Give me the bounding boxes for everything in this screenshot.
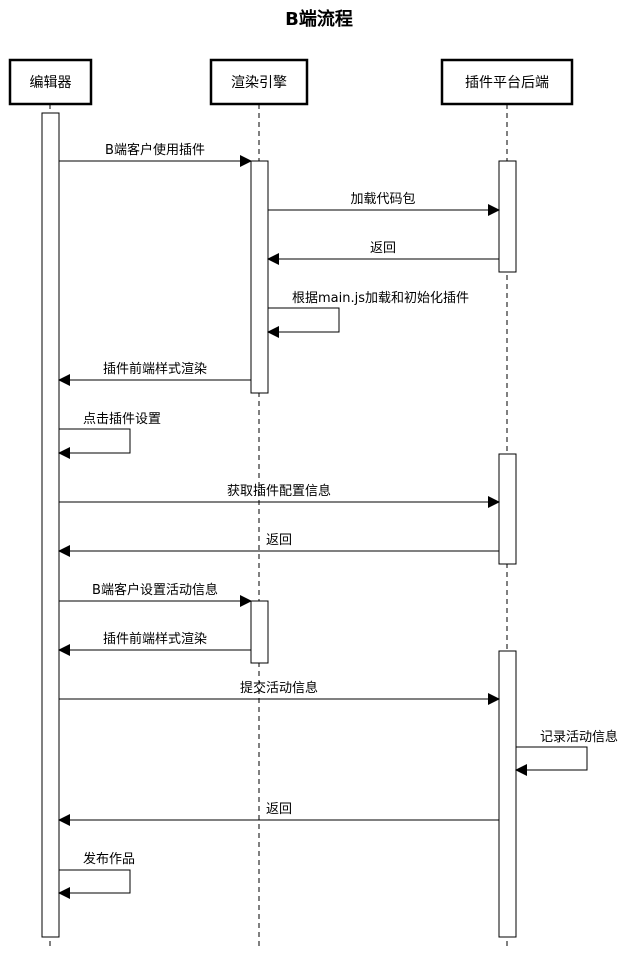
message-14: 发布作品 [58,851,135,899]
activation-editor [41,112,60,938]
message-4-arrow [267,307,340,338]
message-4-label: 根据main.js加载和初始化插件 [292,291,469,306]
message-12-label: 记录活动信息 [540,729,618,745]
message-14-label: 发布作品 [83,851,135,867]
activations [41,112,517,938]
participant-engine-box [209,58,309,106]
message-3-label: 返回 [370,241,396,256]
activation-backend-2 [498,453,517,565]
message-6-arrow [58,428,131,459]
lifelines [49,104,508,950]
message-12: 记录活动信息 [515,729,618,776]
message-7: 获取插件配置信息 [59,483,500,508]
message-11: 提交活动信息 [59,680,500,705]
message-6: 点击插件设置 [58,412,161,459]
message-12-arrow [515,746,588,776]
activation-backend-3 [498,650,517,938]
message-8-label: 返回 [266,533,292,548]
participant-backend-label: 插件平台后端 [465,75,549,91]
message-6-label: 点击插件设置 [83,412,161,427]
message-8: 返回 [58,533,499,557]
participant-backend: 插件平台后端 [440,58,574,106]
message-9-label: B端客户设置活动信息 [92,582,218,598]
participant-backend-box [440,58,574,106]
participant-engine-label: 渲染引擎 [231,75,287,91]
message-2-label: 加载代码包 [350,192,415,207]
activation-engine-1 [250,160,269,394]
message-13-label: 返回 [266,802,292,817]
message-1: B端客户使用插件 [59,142,252,167]
message-10-label: 插件前端样式渲染 [103,631,207,647]
message-4: 根据main.js加载和初始化插件 [267,291,469,338]
message-11-label: 提交活动信息 [240,680,318,696]
message-2: 加载代码包 [268,192,500,216]
activation-engine-2 [250,600,269,664]
message-5-label: 插件前端样式渲染 [103,361,207,377]
participant-engine: 渲染引擎 [209,58,309,106]
message-9: B端客户设置活动信息 [59,582,252,607]
messages: B端客户使用插件 加载代码包 返回 根据main.js加载和初始化插件 插件前端… [58,142,618,899]
diagram-title: B端流程 [285,8,353,30]
message-7-label: 获取插件配置信息 [227,483,331,499]
activation-backend-1 [498,160,517,273]
message-5: 插件前端样式渲染 [58,361,251,386]
message-3: 返回 [267,241,499,265]
message-10: 插件前端样式渲染 [58,631,251,656]
message-13: 返回 [58,802,499,826]
message-1-label: B端客户使用插件 [105,142,205,158]
participant-editor-box [8,58,93,106]
participant-editor: 编辑器 [8,58,93,106]
participant-editor-label: 编辑器 [30,75,72,91]
message-14-arrow [58,869,131,899]
